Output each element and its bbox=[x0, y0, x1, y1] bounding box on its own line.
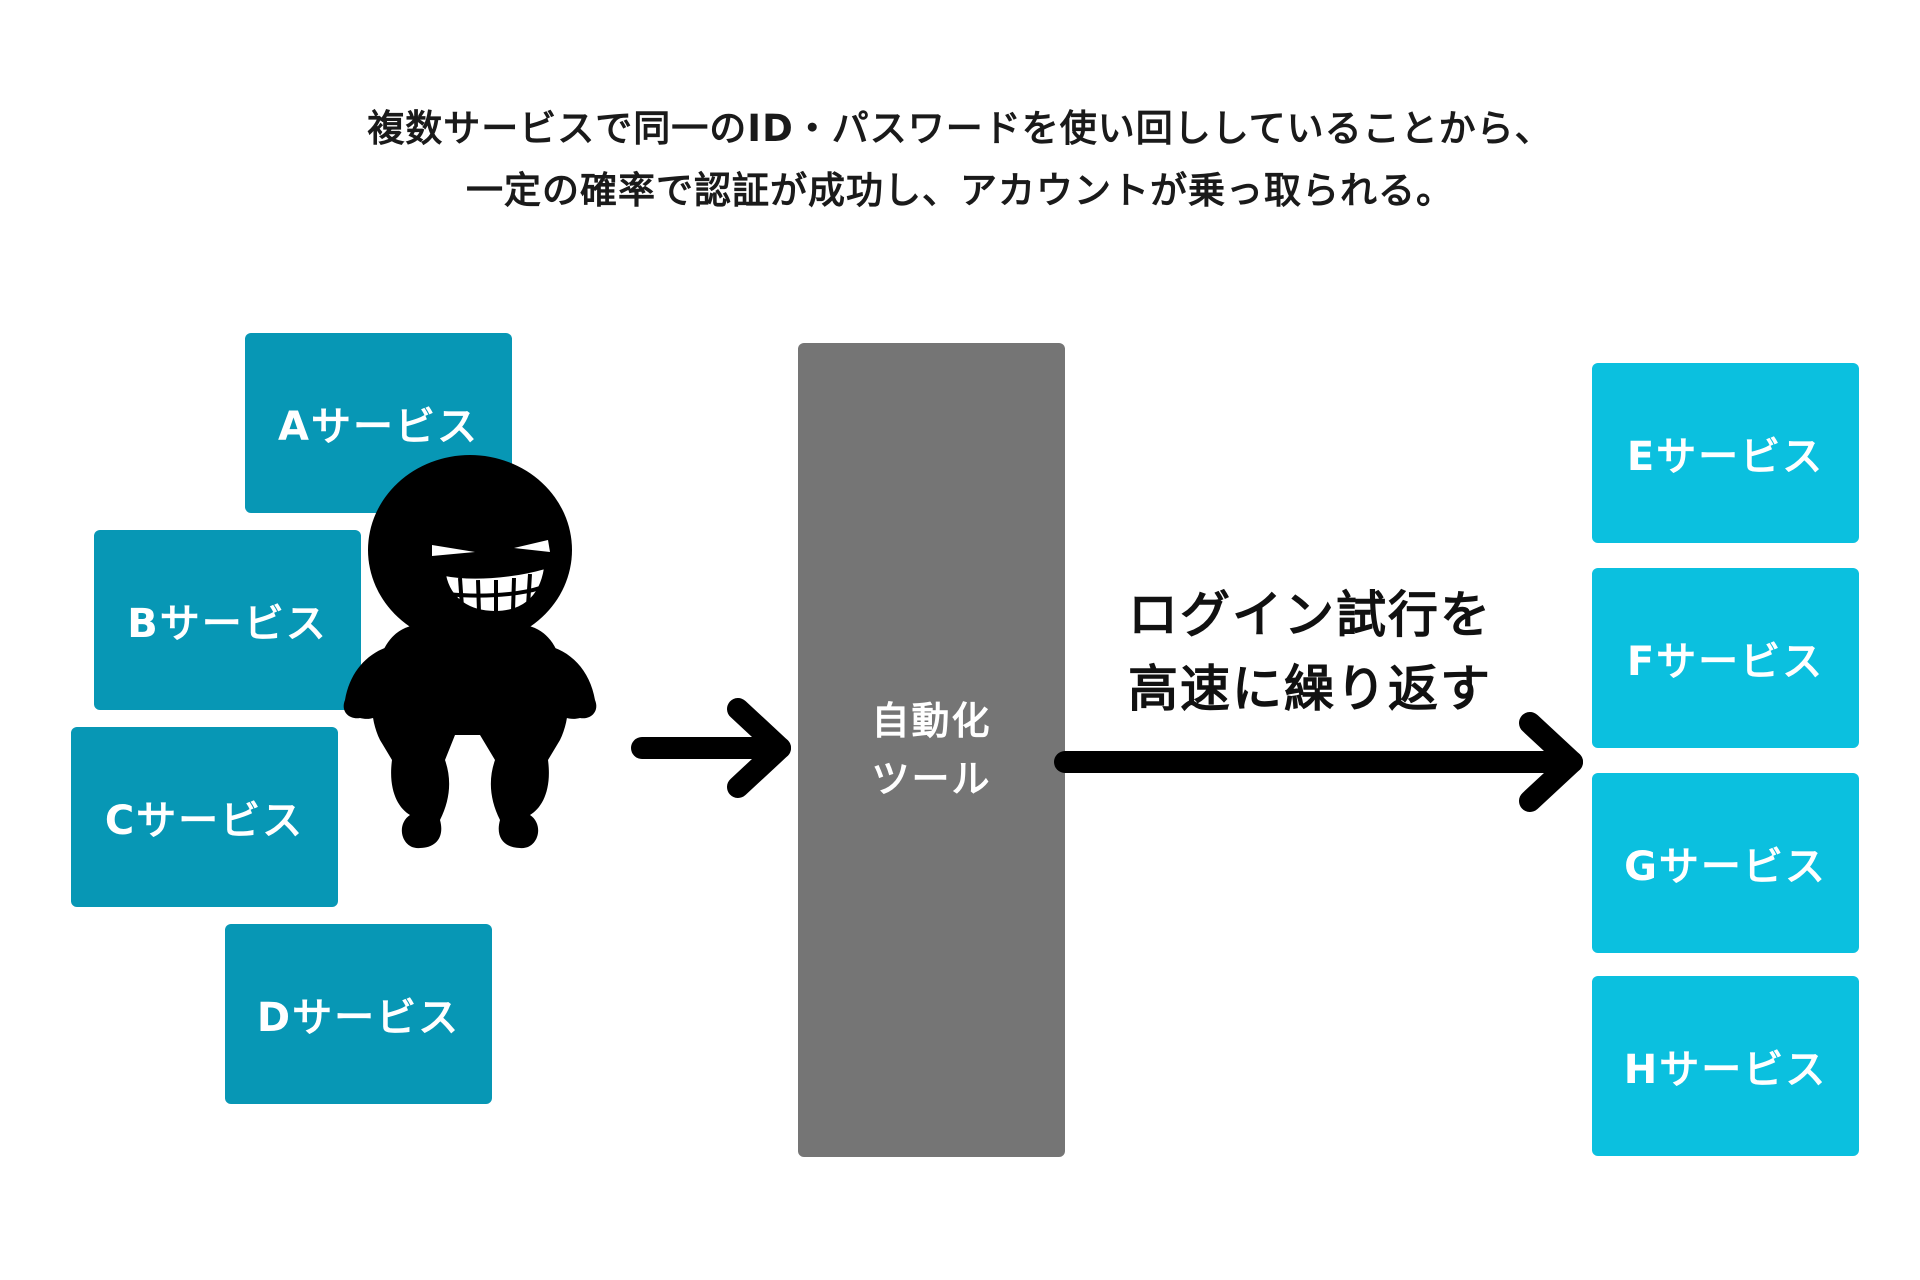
arrow-to-tool bbox=[631, 698, 791, 798]
attacker-face bbox=[432, 540, 550, 614]
service-box-c: Cサービス bbox=[71, 727, 338, 907]
service-box-g: Gサービス bbox=[1592, 773, 1859, 953]
service-box-b: Bサービス bbox=[94, 530, 361, 710]
tool-label-line-1: 自動化 bbox=[871, 699, 992, 743]
service-box-d: Dサービス bbox=[225, 924, 492, 1104]
action-label-line-2: 高速に繰り返す bbox=[1128, 660, 1492, 718]
tool-label-line-2: ツール bbox=[871, 757, 992, 801]
automation-tool-box: 自動化 ツール bbox=[798, 343, 1065, 1157]
service-box-f: Fサービス bbox=[1592, 568, 1859, 748]
service-box-h: Hサービス bbox=[1592, 976, 1859, 1156]
diagram-caption: 複数サービスで同一のID・パスワードを使い回ししていることから、 一定の確率で認… bbox=[0, 98, 1920, 222]
action-label-line-1: ログイン試行を bbox=[1128, 586, 1492, 644]
masked-attacker-icon bbox=[343, 455, 597, 849]
caption-line-1: 複数サービスで同一のID・パスワードを使い回ししていることから、 bbox=[367, 107, 1553, 150]
arrow-to-services bbox=[1054, 712, 1583, 812]
service-box-e: Eサービス bbox=[1592, 363, 1859, 543]
caption-line-2: 一定の確率で認証が成功し、アカウントが乗っ取られる。 bbox=[466, 169, 1454, 212]
action-label: ログイン試行を 高速に繰り返す bbox=[1090, 578, 1530, 726]
